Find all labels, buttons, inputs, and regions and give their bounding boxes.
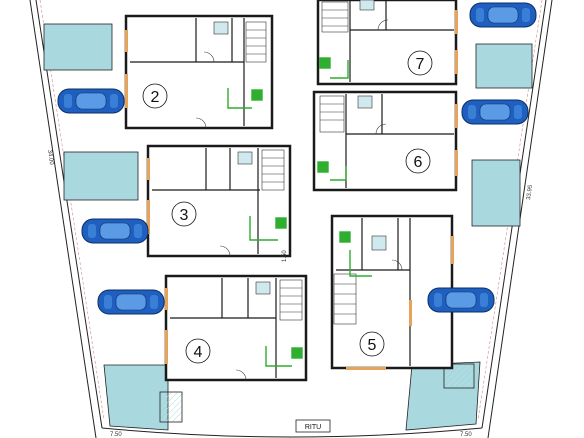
patio-areas bbox=[43, 23, 533, 431]
unit-4-walls bbox=[164, 274, 308, 382]
car-icon bbox=[57, 88, 125, 114]
interior-partitions bbox=[130, 0, 454, 378]
car-icon bbox=[461, 99, 529, 125]
unit-4-number: 4 bbox=[194, 344, 203, 361]
unit-5-number: 5 bbox=[368, 337, 377, 354]
bottom-right-dimension: 7.50 bbox=[460, 432, 472, 438]
unit-3-walls bbox=[146, 144, 292, 258]
left-dimension: 34.00 bbox=[46, 149, 54, 165]
unit-7-number: 7 bbox=[416, 56, 425, 73]
unit-walls bbox=[124, 0, 458, 382]
car-icon bbox=[469, 2, 537, 28]
unit-2-number: 2 bbox=[151, 89, 160, 106]
unit-3-number: 3 bbox=[180, 207, 189, 224]
car-icon bbox=[81, 218, 149, 244]
unit-2-walls bbox=[124, 14, 274, 130]
unit-labels: 2 3 4 5 6 7 bbox=[142, 50, 433, 364]
door-frames bbox=[125, 10, 458, 370]
door-swings bbox=[195, 19, 403, 381]
kitchen-counters bbox=[227, 57, 372, 367]
street-label-box bbox=[295, 419, 331, 433]
street-label: RITU bbox=[305, 424, 321, 431]
bathroom-fixtures bbox=[213, 0, 387, 295]
car-icon bbox=[427, 287, 495, 313]
bottom-left-dimension: 7.50 bbox=[110, 432, 122, 438]
right-dimension: 33.95 bbox=[526, 184, 534, 200]
unit-6-walls bbox=[312, 90, 458, 192]
unit-7-walls bbox=[316, 0, 458, 86]
staircases bbox=[245, 1, 357, 325]
unit-6-number: 6 bbox=[414, 154, 423, 171]
car-icon bbox=[97, 289, 165, 315]
center-dimension: 1.50 bbox=[282, 250, 288, 262]
